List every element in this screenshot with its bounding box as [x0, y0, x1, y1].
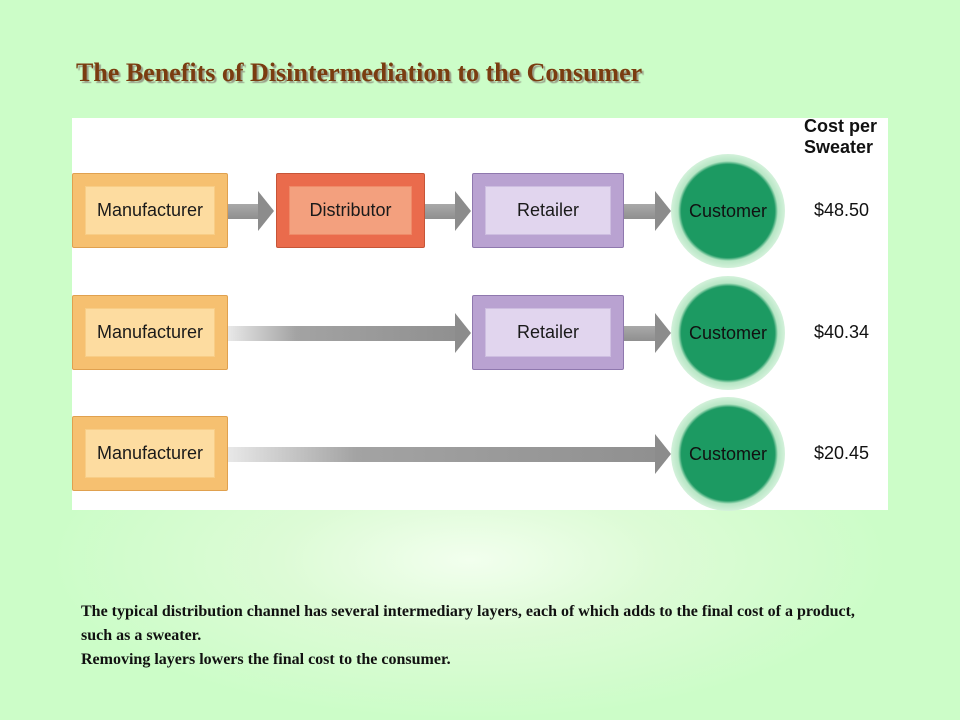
row3-manufacturer-label: Manufacturer	[96, 443, 204, 463]
caption-paragraph-1: The typical distribution channel has sev…	[81, 603, 855, 644]
row2-retailer-label: Retailer	[516, 322, 580, 342]
slide-title: The Benefits of Disintermediation to the…	[76, 58, 643, 87]
row1-arrow-2	[425, 191, 471, 231]
row3-customer-circle: Customer	[671, 397, 785, 511]
row1-customer-circle: Customer	[671, 154, 785, 268]
row2-customer-circle: Customer	[671, 276, 785, 390]
row3-manufacturer-box: Manufacturer	[72, 416, 228, 491]
row2-manufacturer-box: Manufacturer	[72, 295, 228, 370]
row1-arrow-1	[228, 191, 274, 231]
row1-cost: $48.50	[814, 200, 870, 220]
row3-cost: $20.45	[814, 443, 870, 463]
caption: The typical distribution channel has sev…	[81, 600, 881, 672]
row1-distributor-label: Distributor	[309, 200, 392, 220]
row1-manufacturer-label: Manufacturer	[96, 200, 204, 220]
cost-header-line-2: Sweater	[804, 137, 874, 157]
row2-retailer-box: Retailer	[472, 295, 624, 370]
row2-arrow-2	[624, 313, 671, 353]
row2-arrow-1	[228, 313, 471, 353]
row1-retailer-label: Retailer	[516, 200, 580, 220]
row1-distributor-box: Distributor	[276, 173, 425, 248]
row1-customer-label: Customer	[688, 200, 768, 221]
row1-manufacturer-box: Manufacturer	[72, 173, 228, 248]
row3-customer-label: Customer	[688, 443, 768, 464]
cost-header-line-1: Cost per	[804, 116, 878, 136]
row2-customer-label: Customer	[688, 322, 768, 343]
row2-manufacturer-label: Manufacturer	[96, 322, 204, 342]
caption-paragraph-2: Removing layers lowers the final cost to…	[81, 651, 451, 668]
row3-arrow-1	[228, 434, 671, 474]
cost-column-header: Cost per Sweater	[804, 116, 877, 158]
row1-retailer-box: Retailer	[472, 173, 624, 248]
row1-arrow-3	[624, 191, 671, 231]
row2-cost: $40.34	[814, 322, 870, 342]
